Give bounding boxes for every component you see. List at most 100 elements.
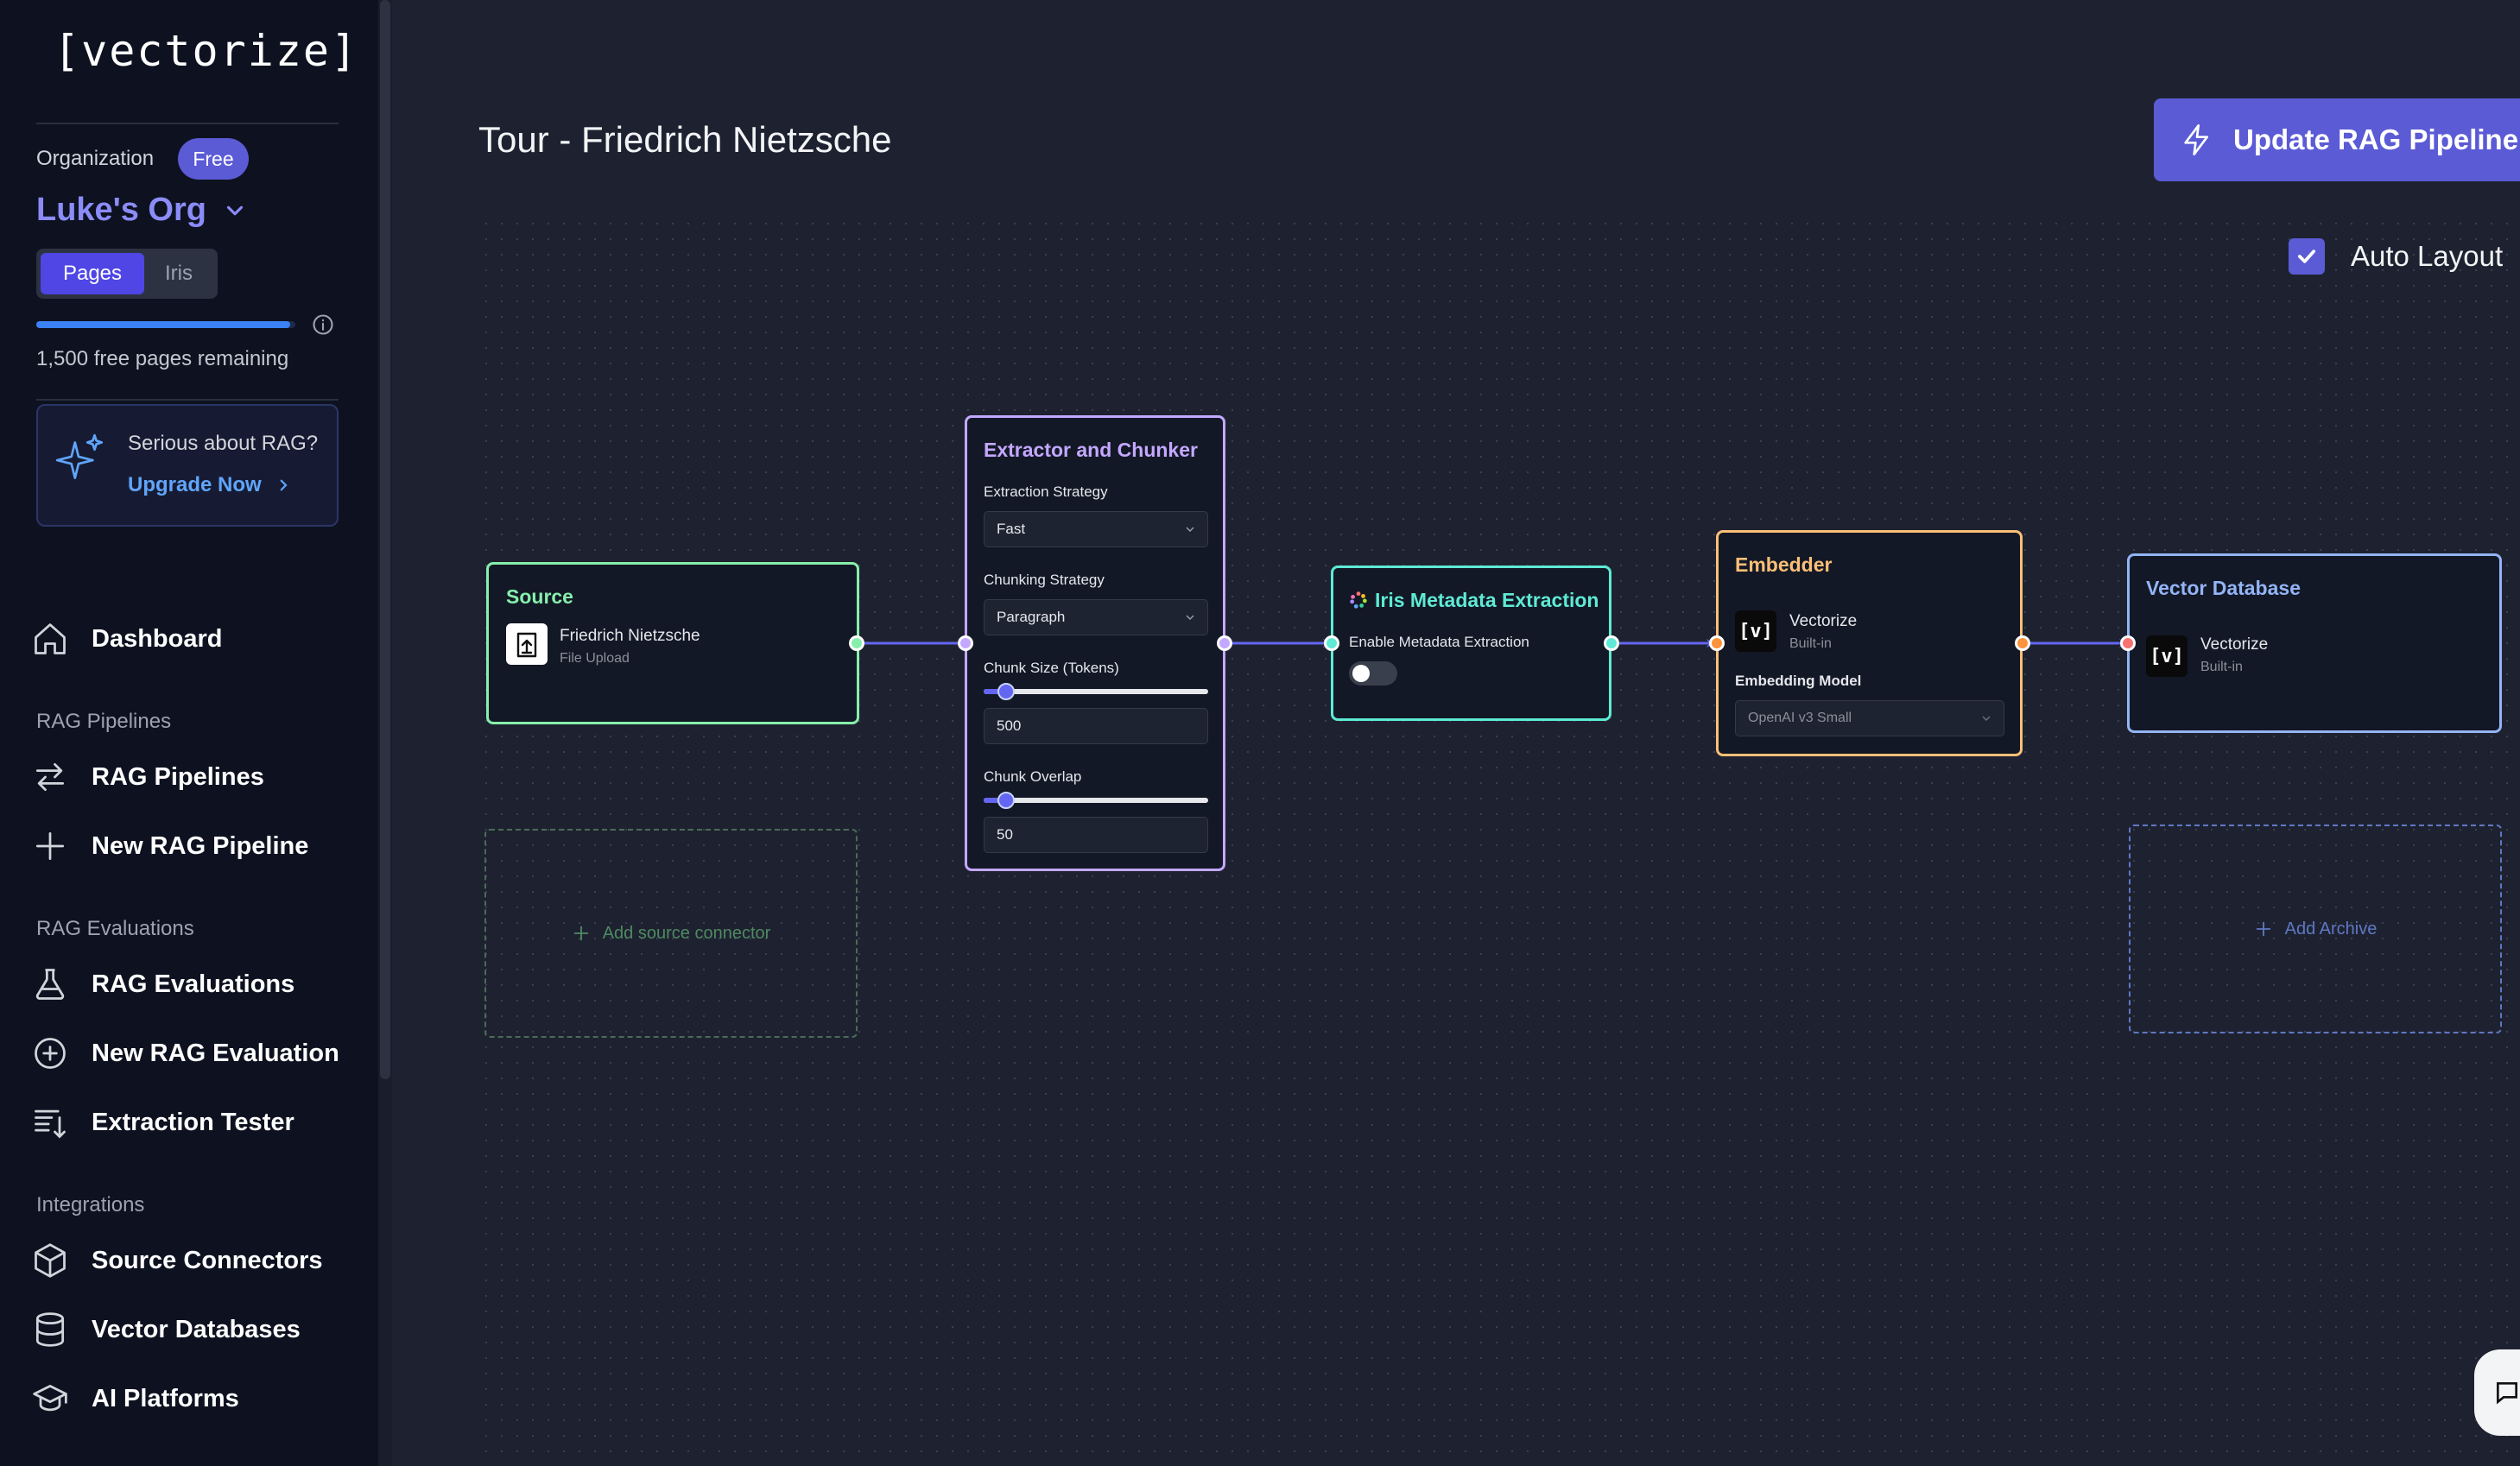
chunk-size-slider-fill [984,689,1006,694]
pages-progress-fill [36,321,290,328]
chevron-right-icon [280,479,288,491]
plus-circle-icon [35,1038,66,1069]
section-rag-evaluations: RAG Evaluations [36,917,194,940]
sidebar-scrollbar-thumb[interactable] [380,0,390,1079]
main-area: Tour - Friedrich Nietzsche Update RAG Pi… [392,0,2520,1466]
usage-toggle: Pages Iris [36,249,218,299]
add-archive-button[interactable]: Add Archive [2129,825,2502,1033]
tab-iris[interactable]: Iris [165,262,193,285]
add-source-connector-label: Add source connector [602,923,771,943]
update-rag-pipeline-button[interactable]: Update RAG Pipeline [2154,98,2520,181]
chat-widget-button[interactable] [2474,1349,2520,1436]
sidebar-scrollbar[interactable] [378,0,392,1466]
extraction-strategy-value: Fast [997,521,1026,537]
nav-new-rag-evaluation[interactable]: New RAG Evaluation [31,1034,339,1072]
source-node[interactable]: Source Friedrich Nietzsche File Upload [486,562,859,724]
chunk-overlap-label: Chunk Overlap [984,768,1082,785]
app-logo[interactable]: [vectorize] [54,26,359,76]
metadata-toggle-label: Enable Metadata Extraction [1349,634,1529,650]
embedder-output-handle[interactable] [2015,635,2030,651]
academic-cap-icon [33,1384,67,1412]
home-icon [35,623,66,654]
nav-vector-databases[interactable]: Vector Databases [31,1311,301,1349]
nav-ai-platforms[interactable]: AI Platforms [31,1380,239,1418]
nav-vector-databases-label: Vector Databases [92,1315,301,1343]
embedding-model-label: Embedding Model [1735,673,1862,689]
org-switcher[interactable]: Luke's Org [36,192,248,229]
upgrade-question: Serious about RAG? [128,432,319,455]
embedder-node-title: Embedder [1735,553,1833,576]
chevron-down-icon [1186,527,1194,532]
source-node-title: Source [506,585,573,608]
iris-output-handle[interactable] [1604,635,1619,651]
chunk-size-input[interactable]: 500 [984,708,1208,744]
chunk-overlap-slider-fill [984,798,1006,803]
pages-remaining: 1,500 free pages remaining [36,347,289,370]
iris-input-handle[interactable] [1324,635,1339,651]
extraction-strategy-label: Extraction Strategy [984,483,1108,500]
nav-source-connectors-label: Source Connectors [92,1246,323,1274]
embedding-model-select[interactable]: OpenAI v3 Small [1735,700,2004,736]
nav-new-rag-pipeline[interactable]: New RAG Pipeline [31,827,308,865]
chunk-overlap-slider[interactable] [984,792,1208,809]
vectordb-node[interactable]: Vector Database [v] Vectorize Built-in [2127,553,2502,733]
chunking-strategy-select[interactable]: Paragraph [984,599,1208,635]
chevron-down-icon [1982,716,1991,721]
nav-ai-platforms-label: AI Platforms [92,1384,239,1412]
auto-layout-toggle[interactable]: Auto Layout [2289,238,2503,275]
tab-pages[interactable]: Pages [41,253,144,294]
vectordb-node-title: Vector Database [2146,577,2301,599]
nav-source-connectors[interactable]: Source Connectors [31,1242,323,1280]
embedder-node[interactable]: Embedder [v] Vectorize Built-in Embeddin… [1716,530,2023,756]
database-icon [35,1312,65,1347]
chunk-overlap-value: 50 [997,826,1013,843]
divider [36,123,339,124]
pages-progress-bar [36,321,295,328]
chunker-node[interactable]: Extractor and Chunker Extraction Strateg… [965,415,1225,871]
chunking-strategy-value: Paragraph [997,609,1066,625]
beaker-icon [35,969,65,1000]
chunker-input-handle[interactable] [958,635,973,651]
chunker-output-handle[interactable] [1217,635,1232,651]
nav-rag-evaluations[interactable]: RAG Evaluations [31,965,294,1003]
embedder-provider-sub: Built-in [1789,636,1832,651]
upgrade-now-link[interactable]: Upgrade Now [128,473,291,497]
auto-layout-checkbox[interactable] [2289,238,2325,275]
nav-dashboard[interactable]: Dashboard [31,620,222,658]
chunk-size-slider[interactable] [984,683,1208,700]
iris-node[interactable]: Iris Metadata Extraction Enable Metadata… [1331,566,1611,721]
chunk-overlap-slider-knob[interactable] [997,792,1015,809]
nav-extraction-tester-label: Extraction Tester [92,1108,294,1136]
bolt-icon [2184,124,2208,156]
pipeline-canvas[interactable] [478,216,2520,1466]
plus-icon [2256,921,2270,937]
add-source-connector-button[interactable]: Add source connector [484,829,858,1038]
metadata-extraction-toggle[interactable] [1349,661,1397,686]
add-archive-label: Add Archive [2284,919,2378,938]
vectorize-logo: [v] [2146,635,2188,677]
chunk-size-slider-knob[interactable] [997,683,1015,700]
nav-dashboard-label: Dashboard [92,624,223,653]
source-output-handle[interactable] [849,635,864,651]
vectordb-provider-sub: Built-in [2200,660,2243,674]
embedder-input-handle[interactable] [1709,635,1725,651]
sidebar: [vectorize] Organization Free Luke's Org… [0,0,380,1466]
plus-icon [573,926,588,941]
extraction-strategy-select[interactable]: Fast [984,511,1208,547]
vectordb-input-handle[interactable] [2120,635,2136,651]
plan-badge: Free [178,138,249,180]
nav-new-rag-pipeline-label: New RAG Pipeline [92,831,309,860]
upgrade-card[interactable]: Serious about RAG? Upgrade Now [36,404,339,527]
chevron-down-icon [1186,615,1194,620]
check-icon [2297,250,2316,263]
nav-rag-pipelines[interactable]: RAG Pipelines [31,758,264,796]
chunk-overlap-input[interactable]: 50 [984,817,1208,853]
plus-icon [35,831,65,861]
section-integrations: Integrations [36,1193,145,1216]
nav-extraction-tester[interactable]: Extraction Tester [31,1103,294,1141]
vectordb-provider: Vectorize [2200,635,2269,654]
embedder-provider: Vectorize [1789,612,1858,630]
embedding-model-value: OpenAI v3 Small [1748,711,1852,725]
arrows-right-left-icon [35,762,65,792]
info-icon[interactable] [311,313,335,337]
